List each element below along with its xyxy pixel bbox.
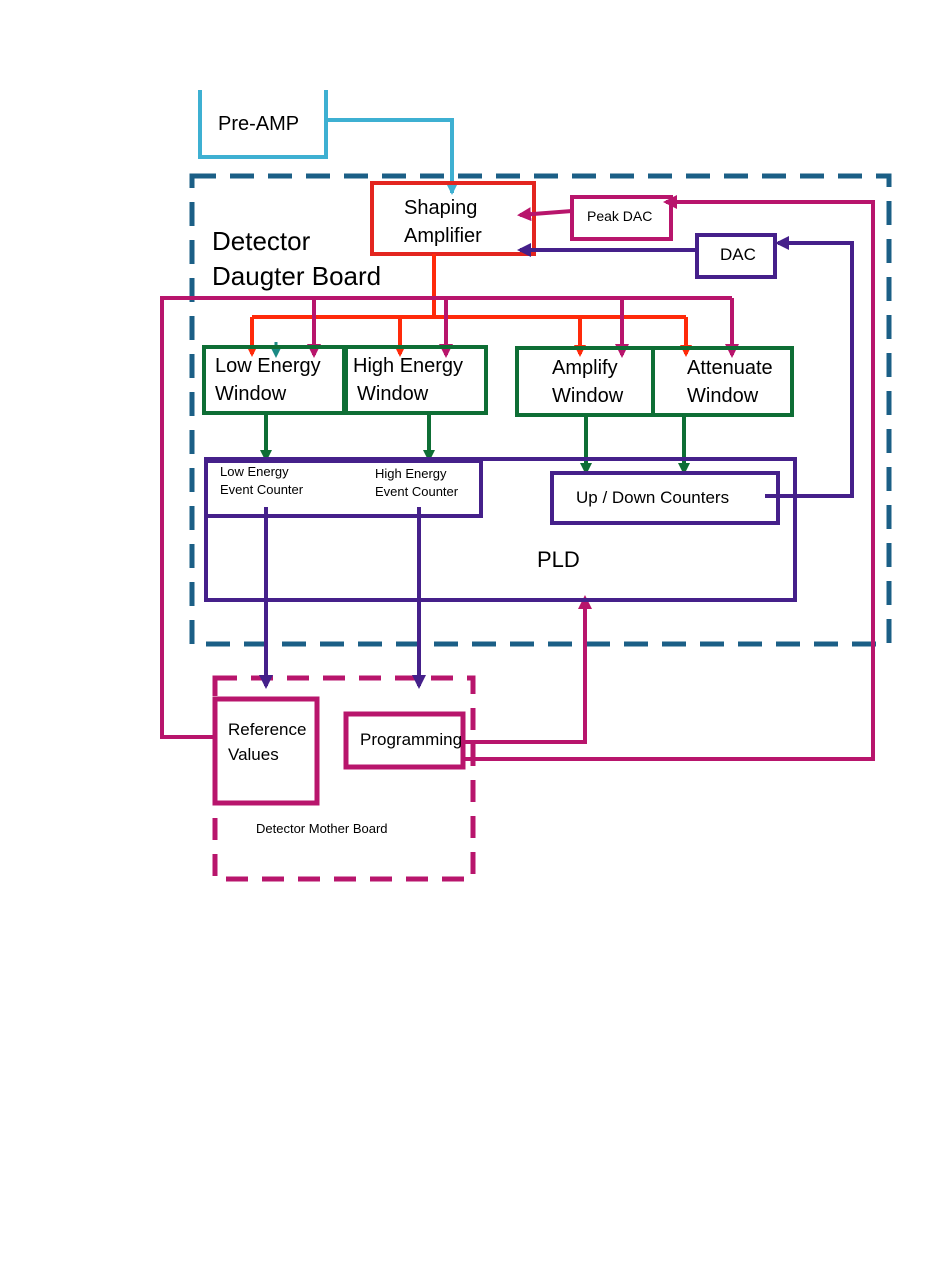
updown-label: Up / Down Counters: [576, 488, 729, 507]
high-counter-label-1: High Energy: [375, 466, 447, 481]
mother-board-boundary: [215, 678, 473, 879]
daughter-board-label-1: Detector: [212, 226, 311, 256]
pld-label: PLD: [537, 547, 580, 572]
peak-dac-label: Peak DAC: [587, 208, 652, 224]
high-counter-label-2: Event Counter: [375, 484, 459, 499]
low-counter-label-2: Event Counter: [220, 482, 304, 497]
pld-box: [206, 459, 795, 600]
shaping-label-2: Amplifier: [404, 225, 482, 247]
amplify-label-2: Window: [552, 385, 624, 407]
attenuate-label-1: Attenuate: [687, 357, 773, 379]
preamp-label: Pre-AMP: [218, 113, 299, 135]
high-window-label-2: Window: [357, 383, 429, 405]
high-window-label-1: High Energy: [353, 355, 463, 377]
amplify-label-1: Amplify: [552, 357, 618, 379]
low-window-label-1: Low Energy: [215, 355, 321, 377]
dac-label: DAC: [720, 245, 756, 264]
low-counter-label-1: Low Energy: [220, 464, 289, 479]
reference-label-2: Values: [228, 745, 279, 764]
shaping-label-1: Shaping: [404, 197, 477, 219]
daughter-board-label-2: Daugter Board: [212, 261, 381, 291]
mother-board-label: Detector Mother Board: [256, 821, 388, 836]
low-window-label-2: Window: [215, 383, 287, 405]
reference-label-1: Reference: [228, 720, 306, 739]
peak-dac-to-shaping-arrow: [520, 211, 572, 215]
programming-to-pld: [463, 598, 585, 742]
programming-to-peak-dac: [463, 202, 873, 759]
attenuate-label-2: Window: [687, 385, 759, 407]
programming-label: Programming: [360, 730, 462, 749]
